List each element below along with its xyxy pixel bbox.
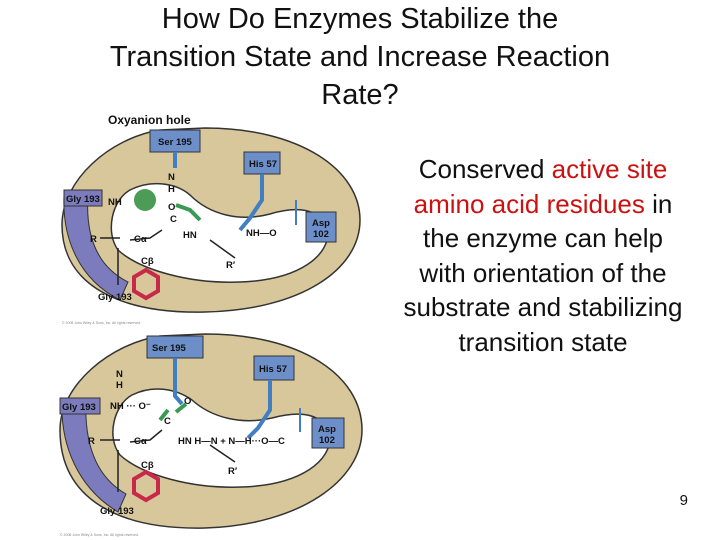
bottom-HN-chain: HN H—N + N—H···O—C xyxy=(178,436,285,447)
bottom-Ca: Cα xyxy=(134,436,147,447)
top-his-bond xyxy=(238,174,264,232)
top-gly-band xyxy=(63,194,129,301)
top-his-label: His 57 xyxy=(249,159,277,170)
body-text-highlight: active site amino acid residues xyxy=(413,154,668,219)
title-line-3: Rate? xyxy=(321,79,399,111)
bottom-asp-box xyxy=(311,417,345,449)
bottom-C: C xyxy=(164,416,171,427)
top-phenyl-ring xyxy=(132,267,160,301)
bottom-phenyl-ring xyxy=(132,469,160,503)
top-chain xyxy=(100,229,236,285)
top-oxyanion-glow xyxy=(134,189,156,211)
enzyme-mechanism-diagram: Oxyanion hole Ser 195 His 57 Asp 102 Gly… xyxy=(59,113,363,537)
bottom-his-box xyxy=(253,355,295,381)
bottom-R: R xyxy=(88,436,95,447)
top-HN: HN xyxy=(183,230,197,241)
top-R: R xyxy=(90,234,97,245)
bottom-his-bond xyxy=(246,380,272,440)
top-green-bond xyxy=(175,203,202,222)
bottom-green-bond xyxy=(158,402,188,422)
bottom-H: H xyxy=(116,380,123,391)
body-text-part2: in the enzyme can help with orientation … xyxy=(403,188,683,357)
page-number: 9 xyxy=(679,492,688,509)
top-gly-label: Gly 193 xyxy=(66,194,100,205)
bottom-asp-num: 102 xyxy=(319,435,335,446)
bottom-diagram: Ser 195 His 57 Asp 102 Gly 193 Gly 193 N… xyxy=(59,333,363,537)
body-text: Conserved active site amino acid residue… xyxy=(398,152,688,359)
oxyanion-hole-label: Oxyanion hole xyxy=(108,113,191,127)
bottom-ser-label: Ser 195 xyxy=(152,343,187,354)
bottom-gly-band xyxy=(61,399,127,513)
slide-title: How Do Enzymes Stabilize the Transition … xyxy=(20,0,700,114)
bottom-ser-bond xyxy=(173,358,184,406)
top-Cb: Cβ xyxy=(141,256,154,267)
bottom-NH-O: NH ··· O⁻ xyxy=(110,401,151,412)
bottom-chain xyxy=(100,429,236,492)
top-Ca: Cα xyxy=(134,234,147,245)
top-NH-O: NH—O xyxy=(246,228,277,239)
top-asp-label: Asp xyxy=(312,218,330,229)
bottom-gly-label: Gly 193 xyxy=(62,402,96,413)
bottom-credit: © 2008 John Wiley & Sons, Inc. All right… xyxy=(60,533,139,537)
top-asp-box xyxy=(305,211,337,243)
top-credit: © 2008 John Wiley & Sons, Inc. All right… xyxy=(62,321,141,325)
top-Rprime: R′ xyxy=(226,260,236,271)
top-diagram: Oxyanion hole Ser 195 His 57 Asp 102 Gly… xyxy=(61,113,361,325)
top-NH: NH xyxy=(108,197,122,208)
bottom-Rprime: R′ xyxy=(228,466,238,477)
top-O: O xyxy=(168,202,175,213)
body-text-part1: Conserved xyxy=(418,154,552,184)
title-line-1: How Do Enzymes Stabilize the xyxy=(161,3,559,35)
top-asp-num: 102 xyxy=(313,229,329,240)
top-gly-box xyxy=(63,189,103,207)
bottom-N: N xyxy=(116,369,123,380)
bottom-asp-label: Asp xyxy=(318,424,336,435)
top-H: H xyxy=(168,184,175,195)
bottom-gly-box xyxy=(59,397,101,415)
top-ser-label: Ser 195 xyxy=(158,137,193,148)
bottom-gly-bottom-label: Gly 193 xyxy=(100,506,134,517)
bottom-O: O xyxy=(184,396,191,407)
bottom-Cb: Cβ xyxy=(141,460,154,471)
top-gly-bottom-label: Gly 193 xyxy=(98,292,132,303)
top-N: N xyxy=(168,172,175,183)
title-line-2: Transition State and Increase Reaction xyxy=(109,41,611,73)
top-C: C xyxy=(170,214,177,225)
bottom-his-label: His 57 xyxy=(259,364,287,375)
